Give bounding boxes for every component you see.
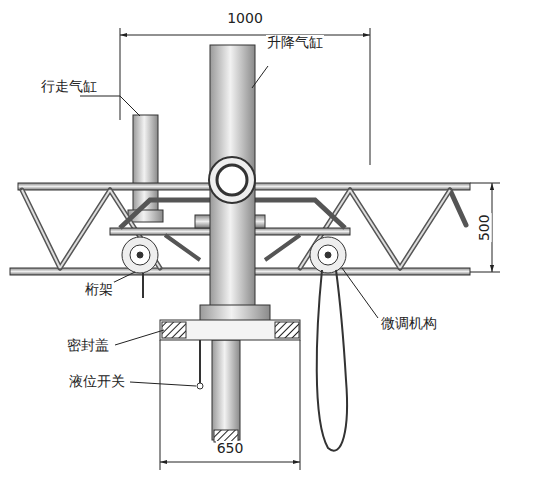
part-label: 密封盖 <box>66 338 110 353</box>
dimension-text: 1000 <box>226 11 264 26</box>
dimension-text: 500 <box>476 214 491 243</box>
part-label: 桁架 <box>84 282 114 297</box>
part-label: 行走气缸 <box>40 79 98 94</box>
part-label: 升降气缸 <box>266 35 324 50</box>
part-label: 液位开关 <box>68 374 126 389</box>
dimension-text: 650 <box>216 441 245 456</box>
part-label: 微调机构 <box>380 316 438 331</box>
